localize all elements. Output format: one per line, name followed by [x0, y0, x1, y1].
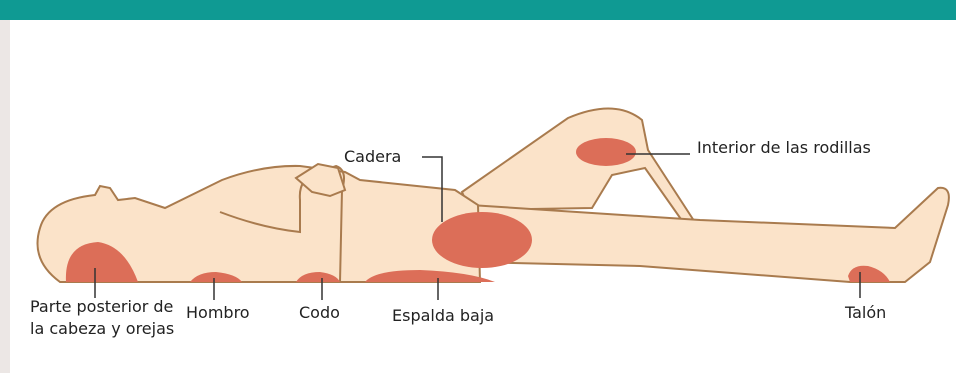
pressure-area-knee — [576, 138, 636, 166]
label-heel: Talón — [845, 302, 886, 324]
label-shoulder: Hombro — [186, 302, 250, 324]
label-lower-back: Espalda baja — [392, 305, 494, 327]
pressure-area-hip — [432, 212, 532, 268]
label-hip: Cadera — [344, 146, 401, 168]
label-head: Parte posterior de la cabeza y orejas — [30, 296, 180, 340]
label-knees: Interior de las rodillas — [697, 137, 871, 159]
label-elbow: Codo — [299, 302, 340, 324]
